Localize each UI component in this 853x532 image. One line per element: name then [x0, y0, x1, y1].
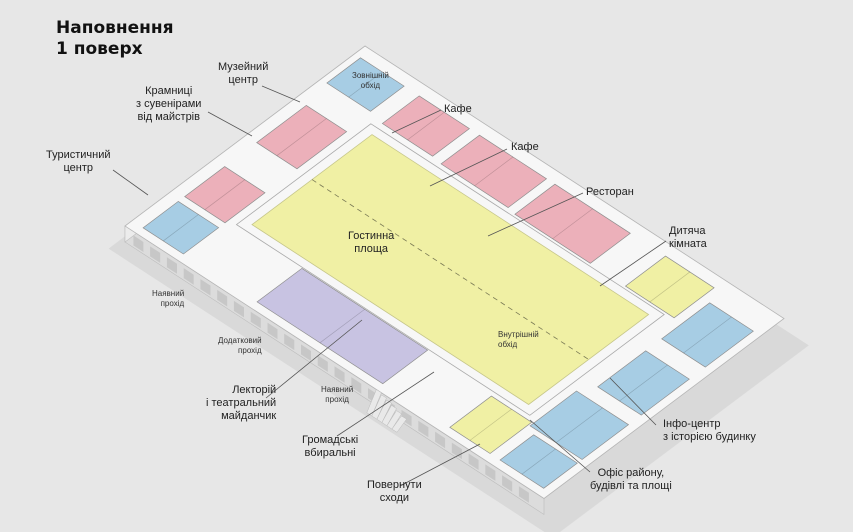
label-restaurant: Ресторан — [586, 186, 634, 198]
cafe-zone-1 — [381, 95, 471, 157]
leader-line — [391, 109, 442, 134]
stairs-step — [391, 415, 407, 433]
room-partition — [348, 71, 383, 98]
title-line-1: Наповнення — [56, 18, 174, 38]
room-partition — [521, 448, 556, 475]
label-tourist-center: Туристичний центр — [46, 149, 111, 174]
facade-arch — [166, 257, 177, 274]
shops-zone-1 — [256, 104, 348, 170]
facade-arch — [233, 300, 244, 318]
room-partition — [407, 111, 445, 141]
shops-zone-2 — [184, 166, 266, 224]
leader-line — [399, 443, 481, 487]
facade-arch — [334, 366, 345, 383]
room-partition — [204, 179, 246, 210]
title-line-2: 1 поверх — [56, 39, 143, 59]
stairs-step — [371, 394, 387, 420]
facade-arch — [518, 486, 529, 503]
label-guest-square: Гостинна площа — [348, 230, 395, 255]
leader-line — [429, 148, 508, 187]
kids-room-zone — [624, 255, 715, 319]
public-toilets-zone — [449, 395, 533, 454]
facade-arch — [267, 322, 278, 340]
facade-arch — [183, 268, 194, 285]
label-info-center: Інфо-центр з історією будинку — [663, 418, 756, 443]
label-cafe-2: Кафе — [511, 141, 539, 153]
leader-line — [261, 85, 301, 103]
label-museum-center: Музейний центр — [218, 61, 269, 86]
cafe-zone-2 — [440, 134, 548, 209]
room-partition — [619, 364, 668, 402]
facade-arch — [150, 246, 161, 263]
facade-arch — [401, 409, 412, 427]
leader-line — [599, 240, 667, 287]
leader-line — [529, 419, 591, 473]
page-title: Наповнення 1 поверх — [56, 18, 174, 60]
label-public-toilets: Громадські вбиральні — [302, 434, 359, 459]
room-partition — [552, 208, 593, 240]
museum-center-zone — [326, 57, 405, 112]
district-office-zone — [499, 434, 578, 489]
room-partition — [649, 271, 691, 303]
leader-line — [265, 319, 363, 399]
info-center-zone-1 — [661, 302, 754, 368]
facade-arch — [435, 431, 446, 449]
leader-line — [609, 377, 657, 426]
room-partition — [276, 118, 327, 156]
label-additional-passage: Додатковий прохід — [218, 336, 262, 355]
info-center-zone-2 — [597, 350, 690, 416]
room-partition — [319, 308, 365, 344]
label-souvenir-shops: Крамниці з сувенірами від майстрів — [136, 85, 202, 123]
lecture-hall-zone — [256, 267, 429, 385]
leader-line — [112, 169, 149, 196]
inner-ring-edge — [235, 123, 665, 416]
stairs-step — [376, 399, 392, 423]
label-cafe-1: Кафе — [444, 103, 472, 115]
label-kids-room: Дитяча кімната — [669, 225, 707, 250]
leader-lines — [112, 85, 667, 487]
facade-arch — [301, 344, 311, 361]
facade-arch — [200, 279, 211, 296]
facade-arch — [317, 355, 328, 372]
label-lecture-hall: Лекторій і театральний майданчик — [206, 384, 277, 422]
facade-arch — [468, 453, 479, 470]
facade-arch — [418, 420, 429, 438]
facade-arch — [485, 464, 496, 481]
restaurant-zone — [514, 183, 631, 264]
leader-line — [487, 192, 584, 237]
room-partition — [469, 408, 512, 441]
label-existing-passage-left: Наявний прохід — [152, 289, 185, 308]
info-center-zone-3 — [529, 390, 630, 460]
label-inner-bypass: Внутрішній обхід — [498, 330, 539, 349]
label-turned-stairs: Повернути сходи — [367, 479, 422, 504]
label-external-bypass: Зовнішній обхід — [352, 71, 389, 90]
leader-line — [336, 371, 435, 437]
label-existing-passage-bottom: Наявний прохід — [321, 385, 354, 404]
facade-arch — [133, 235, 144, 252]
room-partition — [683, 316, 732, 354]
facade-arch — [250, 311, 261, 329]
tourist-center-zone — [142, 200, 220, 255]
facade-arch — [284, 333, 295, 351]
stairs-step — [366, 389, 382, 417]
room-partition — [474, 156, 514, 187]
leader-line — [207, 111, 253, 137]
facade-arch — [502, 475, 513, 492]
room-partition — [163, 214, 199, 242]
facade-arch — [217, 289, 228, 307]
courtyard-dashed-axis — [311, 179, 589, 360]
room-partition — [555, 407, 603, 443]
stairs-step — [381, 404, 397, 427]
stairs-step — [386, 410, 402, 430]
facade-arch — [351, 377, 362, 394]
label-district-office: Офіс району, будівлі та площі — [590, 467, 672, 492]
